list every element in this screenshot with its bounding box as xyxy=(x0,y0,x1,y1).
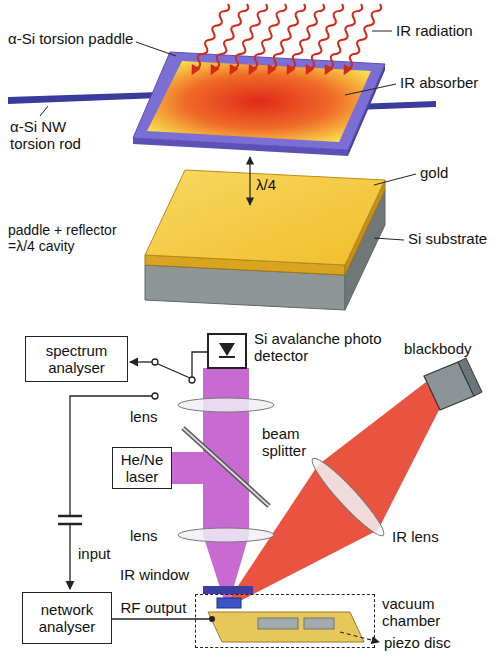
lens xyxy=(178,398,274,412)
part-label: α-Si NW torsion rod xyxy=(10,118,100,153)
capacitor-symbol xyxy=(58,523,82,526)
part-label: beam splitter xyxy=(262,425,324,460)
sample-mount xyxy=(258,618,298,629)
wire-label: RF output xyxy=(119,599,189,616)
laser-beam xyxy=(172,452,226,484)
substrate-side xyxy=(345,190,385,310)
switch-blade xyxy=(158,364,190,378)
node-label: vacuum chamber xyxy=(382,595,454,630)
gold-front xyxy=(145,255,345,275)
device-chip xyxy=(217,598,241,608)
part-label: IR window xyxy=(120,566,189,583)
beam-splitter xyxy=(183,428,269,506)
lens xyxy=(178,528,274,542)
part-label: λ/4 xyxy=(256,176,276,193)
ir-window xyxy=(203,586,253,594)
laser-beam xyxy=(203,535,249,603)
switch-terminal xyxy=(189,377,195,383)
leader-line xyxy=(345,84,396,95)
wire xyxy=(192,352,208,377)
wire xyxy=(130,361,152,362)
leader-line xyxy=(374,238,404,240)
leader-line xyxy=(40,106,48,116)
beam-splitter xyxy=(183,428,269,506)
part-label: input xyxy=(78,545,111,562)
ir-wave xyxy=(304,3,345,75)
part-label: IR lens xyxy=(392,528,439,545)
ir-absorber xyxy=(147,61,371,142)
ir-wave xyxy=(342,3,383,75)
blackbody-source xyxy=(424,362,474,410)
switch-terminal xyxy=(152,359,158,365)
leader-line xyxy=(372,31,392,32)
ir-beam xyxy=(230,382,440,601)
torsion-rod xyxy=(8,92,160,104)
node-label: He/Ne laser xyxy=(119,451,165,486)
paddle-edge xyxy=(348,64,385,156)
part-label: Si avalanche photo detector xyxy=(254,330,396,365)
switch-terminal xyxy=(152,393,158,399)
node-label: network analyser xyxy=(29,601,105,636)
part-label: α-Si torsion paddle xyxy=(8,30,133,47)
ir-wave xyxy=(266,3,307,75)
ir-wave xyxy=(228,3,269,75)
instrument-box: network analyser xyxy=(22,592,112,644)
laser-beam xyxy=(203,368,249,535)
part-label: piezo disc xyxy=(384,634,451,651)
instrument-box: spectrum analyser xyxy=(25,336,128,382)
part-label: lens xyxy=(130,527,158,544)
laser-box: He/Ne laser xyxy=(112,447,172,489)
torsion-rod xyxy=(355,101,436,110)
capacitor-symbol xyxy=(58,515,82,518)
leader-line xyxy=(340,632,379,642)
substrate-front xyxy=(145,265,345,310)
wire xyxy=(69,524,70,589)
gold-reflector xyxy=(145,170,385,265)
part-label: IR radiation xyxy=(396,22,473,39)
blackbody-source xyxy=(458,358,482,396)
piezo-disc xyxy=(208,612,364,642)
ir-wave xyxy=(247,3,288,75)
sample-mount xyxy=(304,618,334,629)
diode-symbol xyxy=(219,343,235,356)
paddle-edge xyxy=(133,138,348,156)
part-label: IR absorber xyxy=(400,74,478,91)
part-label: Si substrate xyxy=(408,230,487,247)
ir-wave xyxy=(190,3,231,75)
part-label: gold xyxy=(420,164,448,181)
leader-line xyxy=(374,174,416,185)
part-label: lens xyxy=(130,408,158,425)
gold-side xyxy=(345,180,385,275)
torsion-paddle xyxy=(133,52,385,150)
gap-arrow xyxy=(249,157,250,205)
wire xyxy=(195,618,210,620)
photodetector xyxy=(208,334,246,368)
contact-dot xyxy=(209,616,215,622)
part-label: blackbody xyxy=(404,340,472,357)
leader-line xyxy=(136,42,176,56)
ir-wave xyxy=(285,3,326,75)
node-label: spectrum analyser xyxy=(32,342,121,377)
part-label: paddle + reflector =λ/4 cavity xyxy=(8,222,136,254)
chamber-outline: vacuum chamber xyxy=(195,594,375,648)
ir-wave xyxy=(209,3,250,75)
ir-lens xyxy=(306,453,390,542)
signal-wire xyxy=(112,618,195,620)
ir-wave xyxy=(323,3,364,75)
diode-symbol xyxy=(219,356,235,358)
